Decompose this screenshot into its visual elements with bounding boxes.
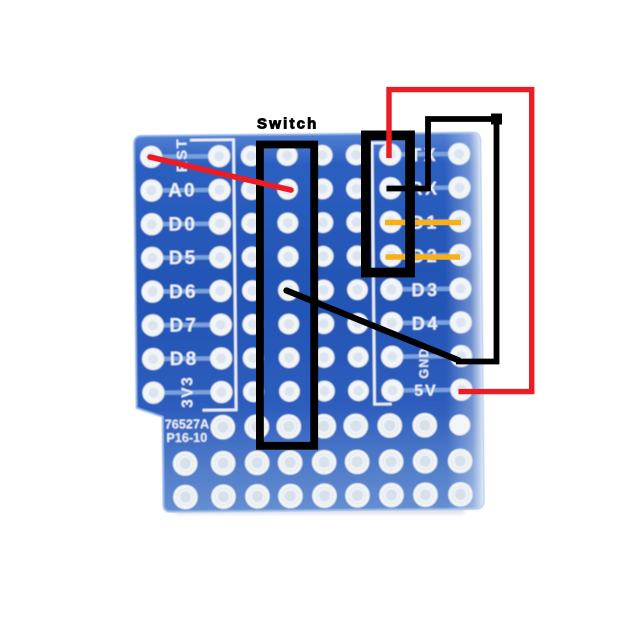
svg-text:P16-10: P16-10: [166, 431, 207, 445]
svg-text:D5: D5: [169, 248, 198, 269]
svg-text:D8: D8: [170, 349, 199, 370]
svg-text:TX: TX: [410, 145, 438, 165]
svg-text:5V: 5V: [414, 382, 438, 399]
svg-text:D4: D4: [412, 314, 440, 334]
svg-text:Switch: Switch: [257, 116, 319, 133]
svg-text:76527A: 76527A: [165, 417, 210, 431]
svg-text:D3: D3: [411, 280, 439, 300]
svg-text:A0: A0: [168, 181, 197, 202]
svg-text:3V3: 3V3: [179, 376, 196, 408]
svg-text:D7: D7: [169, 315, 198, 336]
svg-text:D0: D0: [168, 214, 197, 235]
svg-text:D6: D6: [169, 282, 198, 303]
svg-text:GND: GND: [417, 347, 431, 378]
